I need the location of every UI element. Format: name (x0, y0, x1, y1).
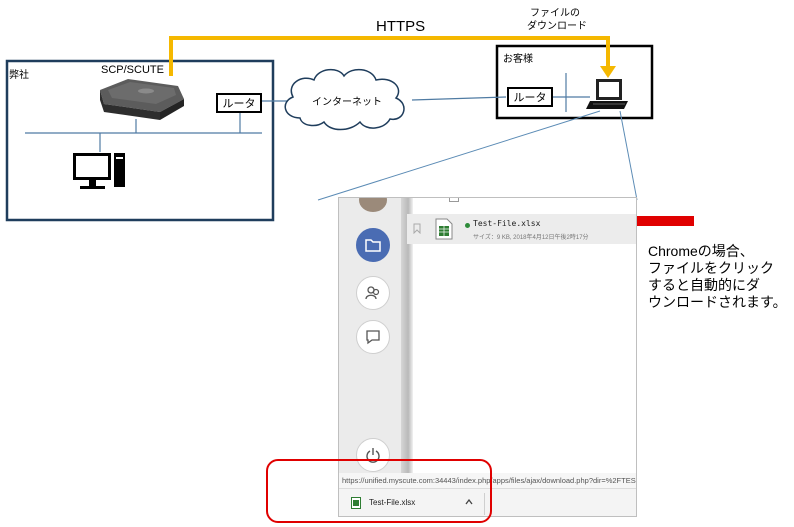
users-icon (365, 286, 380, 300)
right-router: ルータ (507, 87, 553, 107)
chevron-up-icon[interactable] (465, 499, 473, 505)
zoom-guide-right (619, 110, 638, 201)
excel-file-icon (351, 497, 361, 509)
customer-label: お客様 (503, 54, 533, 65)
contacts-button[interactable] (356, 276, 390, 310)
internet-to-right-router-line (411, 96, 507, 101)
server-device-icon (100, 79, 184, 120)
laptop-icon (586, 79, 628, 109)
top-row-fragment (449, 198, 459, 202)
file-status-dot (465, 223, 470, 228)
left-router: ルータ (216, 93, 262, 113)
chat-icon (366, 330, 380, 345)
download-separator (484, 493, 485, 515)
note-line2: ファイルをクリック (648, 260, 774, 276)
bookmark-icon[interactable] (413, 223, 421, 234)
download-label-line2: ダウンロード (527, 21, 587, 32)
https-label: HTTPS (376, 18, 426, 35)
chat-button[interactable] (356, 320, 390, 354)
pointer-arrow-icon (607, 210, 694, 232)
desktop-computer-icon (73, 153, 125, 189)
status-url: https://unified.myscute.com:34443/index.… (339, 473, 636, 488)
note-line3: すると自動的にダ (648, 277, 760, 293)
note-line4: ウンロードされます。 (648, 294, 787, 310)
https-arrowhead (600, 66, 616, 78)
https-path (169, 36, 610, 76)
power-icon (366, 448, 380, 463)
logout-button[interactable] (356, 438, 390, 472)
download-label-line1: ファイルの (530, 8, 580, 19)
download-item[interactable]: Test-File.xlsx (347, 489, 483, 516)
sidebar-shadow (401, 198, 413, 473)
download-item-name: Test-File.xlsx (369, 498, 416, 507)
company-label: 弊社 (9, 70, 29, 81)
file-row[interactable]: Test-File.xlsx サイズ：9 KB, 2018年4月12日午後2時1… (407, 214, 636, 244)
app-sidebar (339, 198, 407, 473)
cloud-icon (284, 68, 405, 131)
note-text: Chromeの場合、 ファイルをクリック すると自動的にダ ウンロードされます。 (648, 243, 787, 311)
folder-icon (365, 239, 381, 252)
note-line1: Chromeの場合、 (648, 243, 754, 259)
file-meta: サイズ：9 KB, 2018年4月12日午後2時17分 (473, 235, 589, 241)
download-highlight (266, 459, 492, 523)
zoom-guide-left (317, 110, 601, 201)
excel-file-icon (435, 218, 453, 240)
avatar[interactable] (359, 198, 387, 212)
file-name[interactable]: Test-File.xlsx (473, 219, 541, 228)
files-button[interactable] (356, 228, 390, 262)
internet-label: インターネット (312, 97, 382, 108)
server-label: SCP/SCUTE (101, 64, 164, 76)
